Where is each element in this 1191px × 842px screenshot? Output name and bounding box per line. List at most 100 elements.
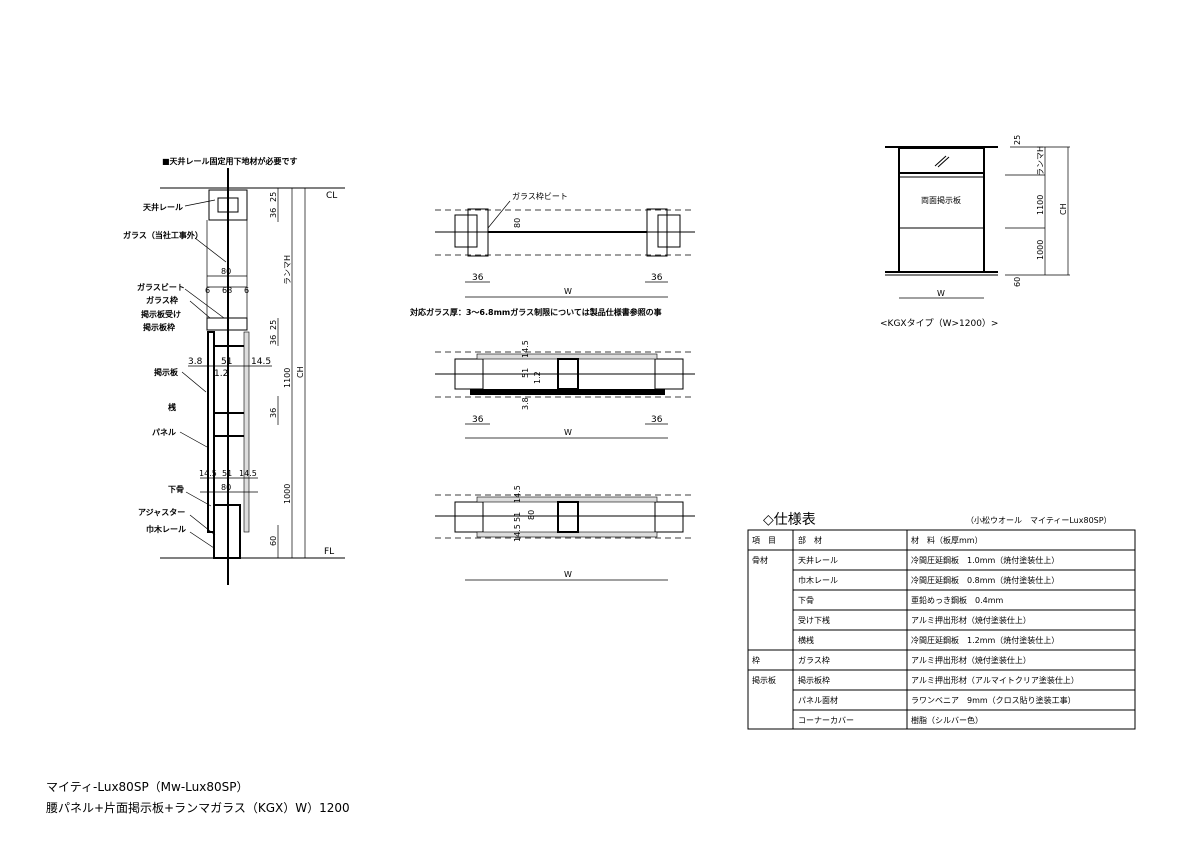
cell: 横桟 xyxy=(798,635,814,645)
header-part: 部 材 xyxy=(798,535,822,545)
label-lower-frame: 下骨 xyxy=(168,484,184,494)
label-ceiling-rail: 天井レール xyxy=(143,202,183,212)
rail-inner xyxy=(217,197,239,213)
ceiling-rail xyxy=(208,189,248,221)
dim: 1100 xyxy=(1036,195,1045,215)
cell: 天井レール xyxy=(798,555,838,565)
dim: 36 xyxy=(472,415,484,425)
plan-panel: 14.5 51 14.5 80 W xyxy=(435,485,695,581)
label-glass-frame: ガラス枠 xyxy=(146,295,178,305)
label-glass-bead: ガラスビート xyxy=(137,282,185,292)
dim: 3.8 xyxy=(521,397,530,410)
cell: アルミ押出形材（焼付塗装仕上） xyxy=(911,615,1031,625)
cell: 樹脂（シルバー色） xyxy=(911,715,983,725)
dim: 51 xyxy=(221,357,232,367)
dim: 14.5 xyxy=(251,357,271,367)
dim: W xyxy=(937,289,945,298)
cell: ラワンベニア 9mm（クロス貼り塗装工事） xyxy=(911,695,1076,705)
cell: 枠 xyxy=(752,655,760,665)
dim: 36 xyxy=(472,273,484,283)
cell: 冷間圧延鋼板 1.0mm（焼付塗装仕上） xyxy=(911,555,1059,565)
cell: 掲示板 xyxy=(752,675,776,685)
section-note: ■天井レール固定用下地材が必要です xyxy=(162,156,298,166)
dim: 6 xyxy=(205,286,210,295)
dim: 25 xyxy=(269,320,278,330)
cell: アルミ押出形材（焼付塗装仕上） xyxy=(911,655,1031,665)
board-label: 両面掲示板 xyxy=(921,195,961,205)
label-board: 掲示板 xyxy=(153,367,179,377)
dim: 14.5 xyxy=(513,524,522,542)
label-board-frame: 掲示板枠 xyxy=(142,322,175,332)
header-material: 材 料（板厚mm） xyxy=(911,535,983,545)
plan-glass: ガラス枠ビート 80 36 36 W 対応ガラス厚：3～6.8mmガラス制限につ… xyxy=(409,191,695,317)
elevation-caption: <KGXタイプ（W>1200）> xyxy=(880,318,998,329)
dim: 25 xyxy=(1013,135,1022,145)
dim: ランマH xyxy=(283,255,292,285)
fl-label: FL xyxy=(324,547,334,557)
dim: 14.5 xyxy=(199,469,217,478)
cell: アルミ押出形材（アルマイトクリア塗装仕上） xyxy=(911,675,1079,685)
dim: 1100 xyxy=(283,368,292,388)
cell: 亜鉛めっき鋼板 0.4mm xyxy=(911,595,1004,605)
label-panel: パネル xyxy=(152,427,176,437)
spec-table: ◇仕様表 （小松ウオール マイティーLux80SP） 項 目 部 材 材 料（板… xyxy=(747,512,1136,730)
dim: 25 xyxy=(269,192,278,202)
cell: 巾木レール xyxy=(798,575,838,585)
dim: 1.2 xyxy=(533,371,542,384)
dim: 1.2 xyxy=(214,369,228,379)
dim: W xyxy=(564,428,572,437)
cell: 受け下桟 xyxy=(798,615,830,625)
dim: 36 xyxy=(269,335,278,345)
dim: 80 xyxy=(221,267,231,276)
cell: コーナーカバー xyxy=(798,716,854,725)
elevation-kgx: 両面掲示板 25 ランマH 1100 1000 CH 60 W <KGXタイプ（… xyxy=(880,135,1070,329)
plan-board: 51 14.5 1.2 3.8 36 36 W xyxy=(435,340,695,439)
label-rail: 桟 xyxy=(168,402,176,412)
dim: CH xyxy=(296,366,305,378)
dim: 14.5 xyxy=(521,340,530,358)
cell: 冷間圧延鋼板 0.8mm（焼付塗装仕上） xyxy=(911,575,1059,585)
cell: 冷間圧延鋼板 1.2mm（焼付塗装仕上） xyxy=(911,635,1059,645)
label-skirting-rail: 巾木レール xyxy=(146,524,186,534)
cell: パネル面材 xyxy=(798,695,838,705)
dim: 60 xyxy=(269,536,278,546)
glass-thickness-note: 対応ガラス厚：3～6.8mmガラス制限については製品仕様書参照の事 xyxy=(409,307,662,317)
cell: 骨材 xyxy=(752,555,768,565)
cl-label: CL xyxy=(326,191,337,201)
spec-title: ◇仕様表 xyxy=(763,512,816,528)
spec-subtitle: （小松ウオール マイティーLux80SP） xyxy=(966,515,1112,525)
label-board-holder: 掲示板受け xyxy=(140,309,181,319)
dim: 36 xyxy=(651,273,663,283)
dim: 68 xyxy=(222,286,232,295)
dim: 3.8 xyxy=(188,357,203,367)
vertical-section: ■天井レール固定用下地材が必要です CL FL 天井レール ガラス（当社工事外）… xyxy=(123,156,345,585)
dim: 60 xyxy=(1013,277,1022,287)
dim: 1000 xyxy=(283,484,292,504)
dim: 80 xyxy=(513,218,522,228)
header-item: 項 目 xyxy=(752,536,776,545)
skirting-rail xyxy=(213,504,241,559)
dim: 14.5 xyxy=(513,485,522,503)
dim: 51 xyxy=(222,469,232,478)
label-adjuster: アジャスター xyxy=(138,507,185,517)
board-frame xyxy=(207,331,215,533)
dim: 36 xyxy=(269,408,278,418)
dim: W xyxy=(564,287,572,296)
cell: 掲示板枠 xyxy=(798,675,830,685)
dim: 51 xyxy=(513,512,522,522)
dim: 36 xyxy=(651,415,663,425)
dim: 1000 xyxy=(1036,240,1045,260)
glass-frame xyxy=(206,317,248,331)
dim: 36 xyxy=(269,208,278,218)
dim: 80 xyxy=(221,483,231,492)
drawing-subtitle: 腰パネル+片面掲示板+ランマガラス（KGX）W）1200 xyxy=(46,800,350,815)
cell: 下骨 xyxy=(798,596,814,605)
panel xyxy=(243,331,250,533)
dim: W xyxy=(564,570,572,579)
dim: ランマH xyxy=(1036,146,1045,176)
cell: ガラス枠 xyxy=(798,655,830,665)
label-glass: ガラス（当社工事外） xyxy=(123,230,203,240)
dim: 51 xyxy=(521,368,530,378)
dim: 80 xyxy=(527,510,536,520)
